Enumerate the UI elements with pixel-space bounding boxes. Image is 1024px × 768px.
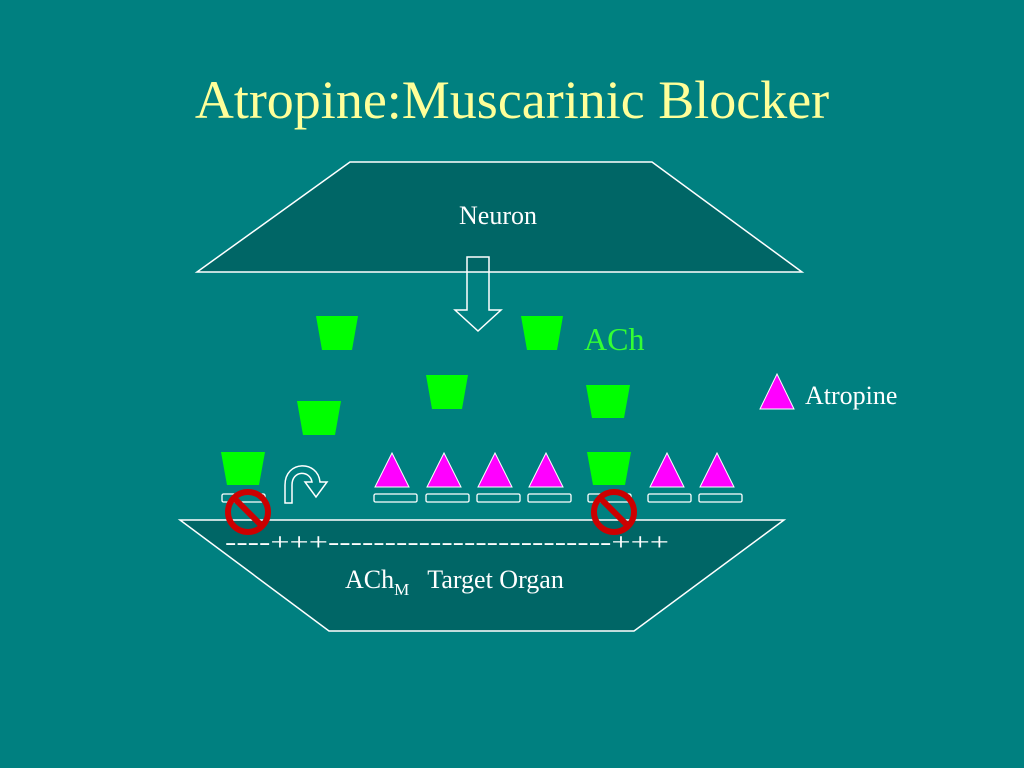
neuron-shape: [194, 161, 805, 273]
ach-molecule: [586, 385, 630, 418]
ach-molecule: [521, 316, 563, 350]
atropine-molecule: [649, 451, 685, 488]
bounce-arrow-icon: [284, 465, 329, 504]
ach-molecule: [426, 375, 468, 409]
ach-bound-molecule: [221, 452, 265, 485]
atropine-legend-label: Atropine: [805, 381, 897, 410]
block-sign-icon: [591, 489, 637, 535]
muscarinic-receptor: [425, 493, 470, 503]
target-organ-label: AChM Target Organ: [345, 565, 564, 599]
organ-label: Target Organ: [427, 565, 564, 594]
muscarinic-receptor: [647, 493, 692, 503]
block-sign-icon: [225, 489, 271, 535]
release-arrow-icon: [453, 256, 503, 333]
atropine-legend-icon: [759, 372, 795, 410]
atropine-molecule: [374, 451, 410, 488]
atropine-molecule: [528, 451, 564, 488]
atropine-molecule: [699, 451, 735, 488]
atropine-molecule: [426, 451, 462, 488]
muscarinic-receptor: [527, 493, 572, 503]
muscarinic-receptor: [476, 493, 521, 503]
ach-bound-molecule: [587, 452, 631, 485]
ach-molecule: [297, 401, 341, 435]
receptor-base-label: ACh: [345, 565, 394, 594]
slide-title: Atropine:Muscarinic Blocker: [195, 70, 829, 130]
muscarinic-receptor: [373, 493, 418, 503]
neuron-label: Neuron: [459, 201, 537, 230]
muscarinic-receptor: [698, 493, 743, 503]
target-organ-shape: [177, 519, 787, 632]
receptor-subscript-label: M: [394, 580, 409, 599]
ach-label: ACh: [584, 321, 644, 357]
ach-molecule: [316, 316, 358, 350]
membrane-charge-string: ----+++-------------------------+++: [225, 530, 669, 556]
atropine-molecule: [477, 451, 513, 488]
